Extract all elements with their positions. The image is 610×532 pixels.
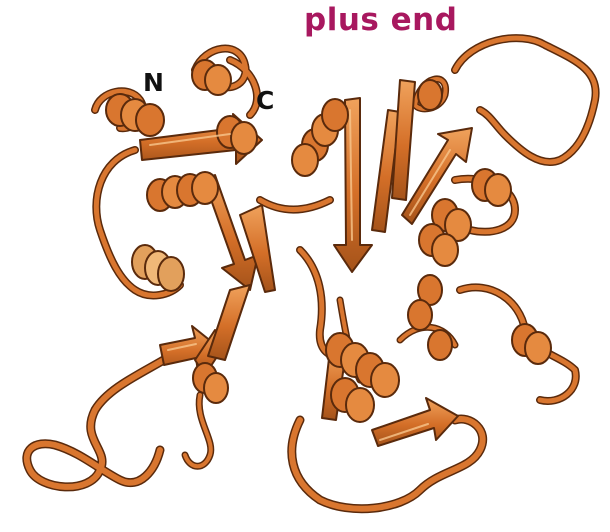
coil-top-right-loop <box>455 38 596 162</box>
helix-central-top <box>292 99 348 176</box>
n-terminus-label: N <box>143 68 164 97</box>
helix-n-terminal <box>106 94 164 136</box>
strand-left-6 <box>208 285 250 360</box>
helix-left-lower <box>132 245 184 291</box>
helix-left-middle <box>147 172 218 211</box>
helix-right-lower <box>408 300 551 364</box>
c-terminus-label: C <box>256 86 274 115</box>
strand-right-4 <box>392 80 415 200</box>
plus-end-label: plus end <box>304 2 457 38</box>
